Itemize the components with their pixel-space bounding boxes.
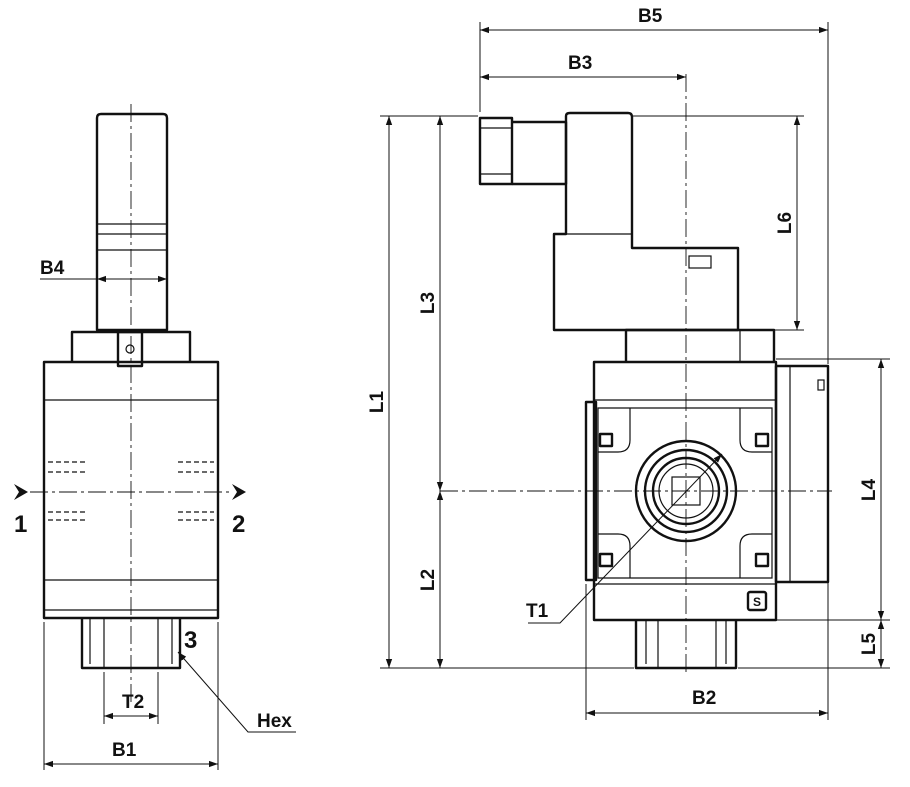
dimensions-side — [380, 22, 890, 720]
label-l3: L3 — [418, 292, 439, 314]
label-l1: L1 — [367, 390, 388, 413]
coil-housing — [552, 111, 740, 332]
label-l4: L4 — [859, 478, 880, 501]
label-b4: B4 — [40, 258, 65, 279]
svg-text:S: S — [753, 595, 761, 609]
label-l6: L6 — [775, 212, 796, 234]
label-l5: L5 — [859, 632, 880, 655]
solenoid-stem — [95, 112, 169, 332]
port-1-arrow — [14, 484, 28, 500]
port-flange — [584, 400, 598, 582]
side-view: S — [440, 74, 832, 676]
side-attachment — [774, 364, 830, 584]
cable-tab — [116, 330, 144, 368]
label-t2: T2 — [122, 692, 144, 713]
label-b2: B2 — [692, 688, 716, 709]
port-2-arrow — [232, 484, 246, 500]
label-t1: T1 — [526, 601, 549, 622]
label-b5: B5 — [638, 6, 663, 27]
label-b1: B1 — [112, 740, 137, 761]
valve-body-front — [42, 360, 220, 620]
label-b3: B3 — [568, 53, 592, 74]
logo-mark — [746, 590, 768, 612]
label-port-2: 2 — [232, 511, 245, 538]
label-port-1: 1 — [14, 511, 27, 538]
dimensions-front — [40, 275, 296, 770]
label-hex: Hex — [257, 711, 292, 732]
label-l2: L2 — [418, 569, 439, 591]
label-port-3: 3 — [184, 627, 197, 654]
front-view — [30, 104, 232, 704]
